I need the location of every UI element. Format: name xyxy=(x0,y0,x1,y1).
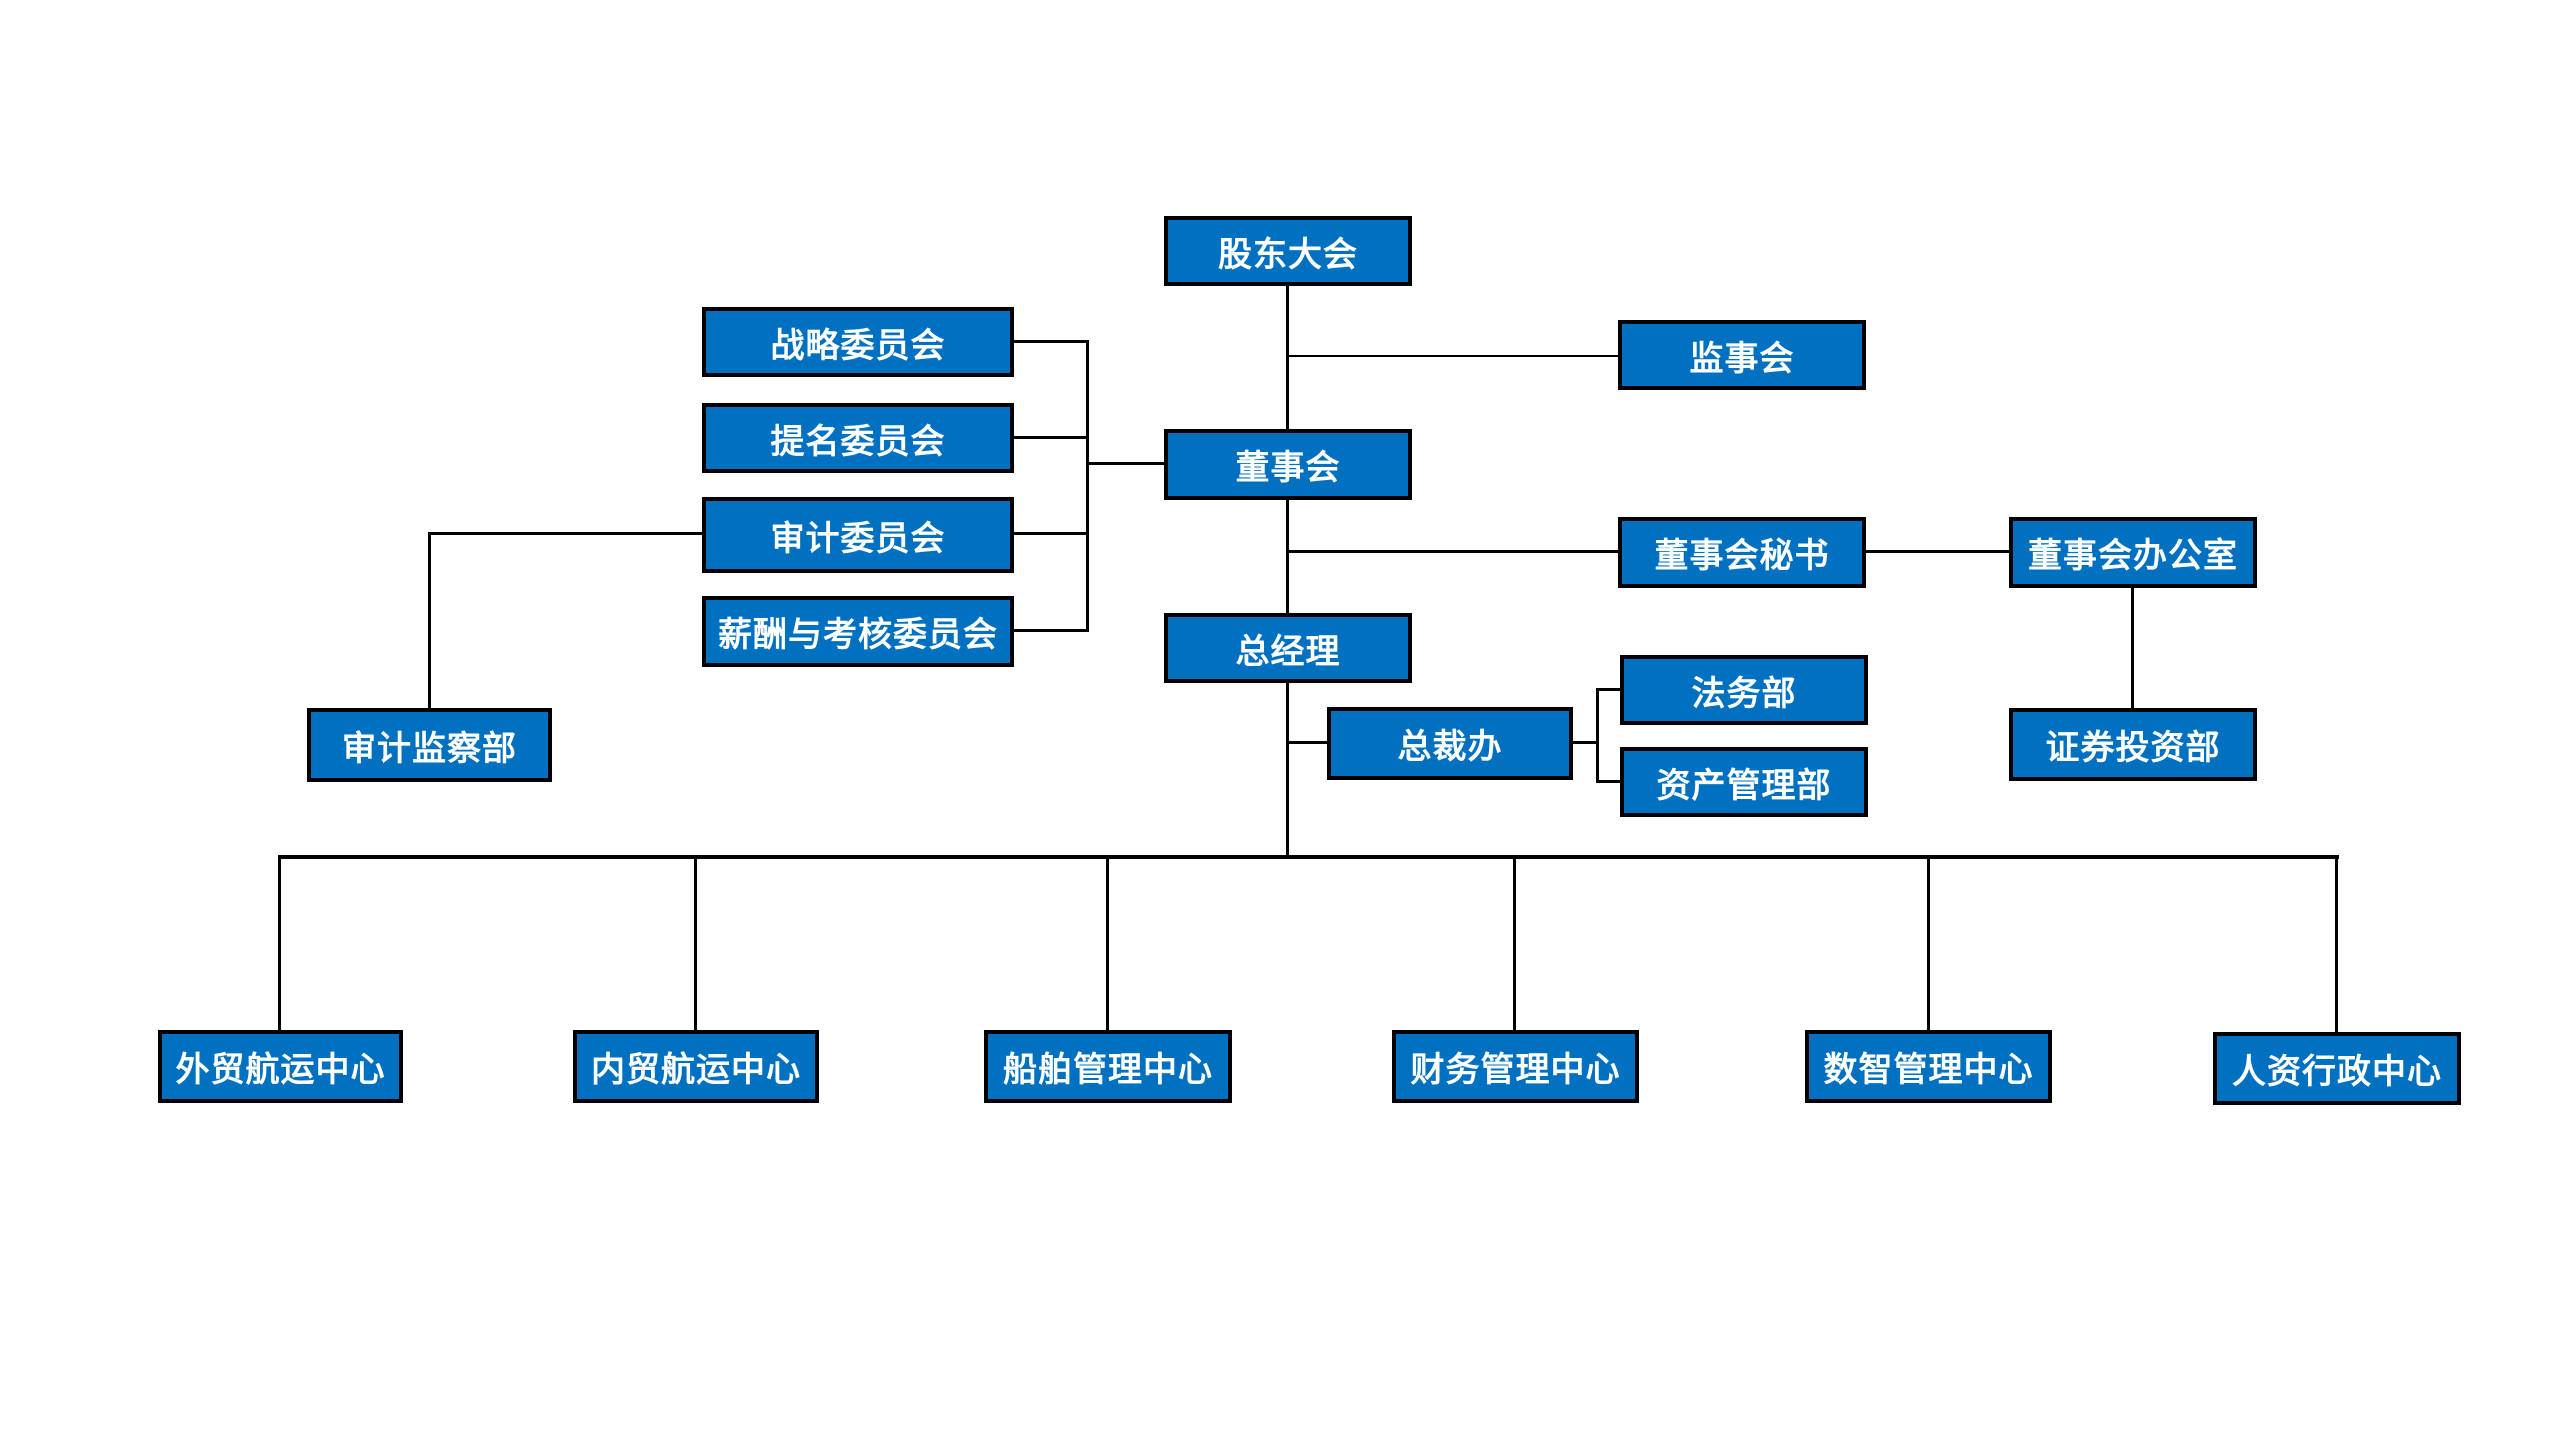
connector-board-office-to-securities xyxy=(2131,588,2134,708)
connector-president-office-bracket xyxy=(1596,688,1599,783)
node-supervisory-board: 监事会 xyxy=(1618,320,1866,390)
node-audit-supervision-dept: 审计监察部 xyxy=(307,708,552,782)
connector-committee-trunk xyxy=(1086,340,1089,632)
node-remuneration-appraisal-committee: 薪酬与考核委员会 xyxy=(702,596,1014,667)
connector-board-to-gm xyxy=(1286,500,1289,613)
connector-remuneration-committee xyxy=(1014,629,1089,632)
node-foreign-trade-shipping-center: 外贸航运中心 xyxy=(158,1030,403,1103)
connector-to-asset-management-dept xyxy=(1596,780,1620,783)
node-president-office: 总裁办 xyxy=(1327,707,1573,780)
connector-shareholders-to-board xyxy=(1286,286,1289,430)
connector-drop-finance-management xyxy=(1513,855,1516,1030)
node-hr-admin-center: 人资行政中心 xyxy=(2213,1032,2461,1105)
connector-drop-domestic-trade xyxy=(694,855,697,1030)
connector-president-office-right xyxy=(1573,741,1599,744)
connector-audit-committee-left xyxy=(428,532,702,535)
node-ship-management-center: 船舶管理中心 xyxy=(984,1030,1232,1103)
node-digital-intelligence-management-center: 数智管理中心 xyxy=(1805,1030,2052,1103)
node-nomination-committee: 提名委员会 xyxy=(702,403,1014,473)
connector-distribution-bus xyxy=(278,855,2339,859)
connector-strategy-committee xyxy=(1014,340,1089,343)
node-legal-dept: 法务部 xyxy=(1620,655,1868,725)
node-board-office: 董事会办公室 xyxy=(2009,517,2257,588)
connector-secretary-to-board-office xyxy=(1866,550,2009,553)
connector-branch-to-president-office xyxy=(1286,741,1327,744)
node-domestic-trade-shipping-center: 内贸航运中心 xyxy=(573,1030,819,1103)
node-asset-management-dept: 资产管理部 xyxy=(1620,747,1868,817)
connector-nomination-committee xyxy=(1014,436,1089,439)
connector-drop-digital-management xyxy=(1927,855,1930,1030)
node-audit-committee: 审计委员会 xyxy=(702,497,1014,573)
node-shareholders-meeting: 股东大会 xyxy=(1164,216,1412,286)
node-general-manager: 总经理 xyxy=(1164,613,1412,683)
connector-to-legal-dept xyxy=(1596,688,1620,691)
connector-branch-to-board-secretary xyxy=(1286,550,1618,553)
connector-branch-to-supervisory-board xyxy=(1288,355,1618,357)
node-strategy-committee: 战略委员会 xyxy=(702,307,1014,377)
connector-gm-to-distribution xyxy=(1286,683,1289,858)
node-board-secretary: 董事会秘书 xyxy=(1618,517,1866,588)
connector-drop-hr-admin xyxy=(2335,855,2338,1032)
node-board-of-directors: 董事会 xyxy=(1164,429,1412,500)
connector-drop-ship-management xyxy=(1106,855,1109,1030)
connector-down-to-audit-supervision xyxy=(428,532,431,708)
node-finance-management-center: 财务管理中心 xyxy=(1392,1030,1639,1103)
connector-trunk-to-board xyxy=(1086,462,1164,465)
connector-audit-committee xyxy=(1014,532,1089,535)
connector-drop-foreign-trade xyxy=(278,855,281,1030)
node-securities-investment-dept: 证券投资部 xyxy=(2009,708,2257,781)
